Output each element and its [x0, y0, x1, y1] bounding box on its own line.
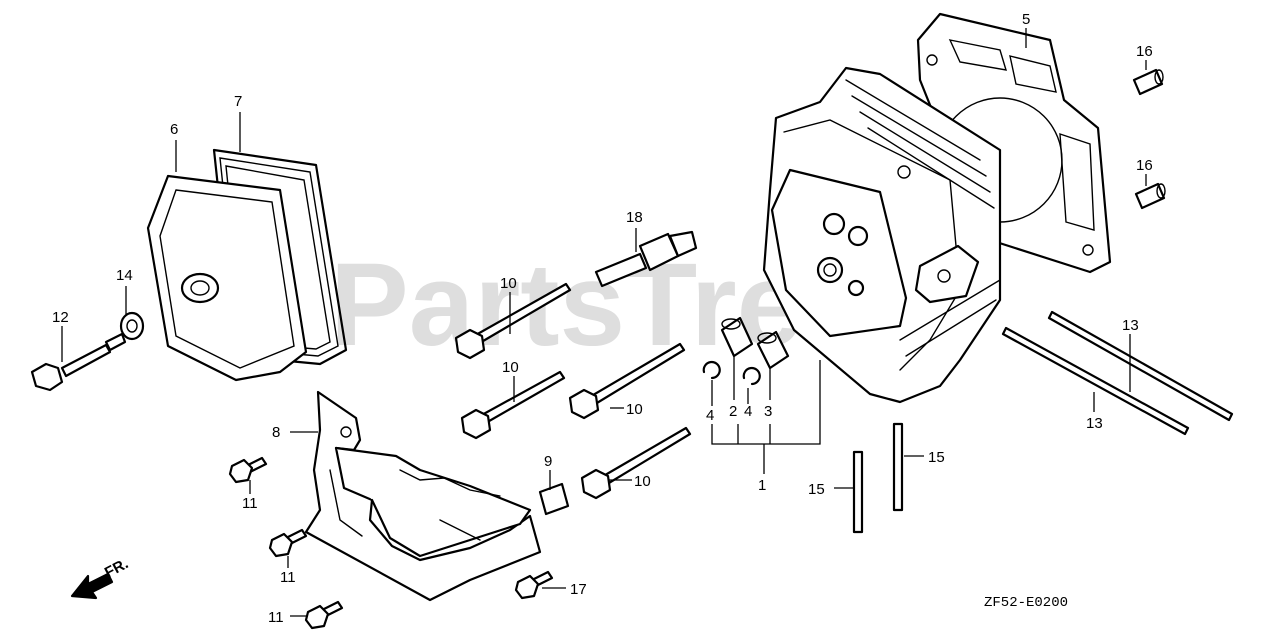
callout-11b[interactable]: 11	[280, 569, 296, 586]
cylinder-head[interactable]	[762, 66, 1002, 404]
head-bolt-2[interactable]	[460, 370, 566, 440]
cylinder-head-cover[interactable]	[146, 174, 308, 382]
stud-bolt-1[interactable]	[1047, 310, 1234, 422]
callout-5[interactable]: 5	[1022, 11, 1030, 28]
callout-3[interactable]: 3	[764, 403, 772, 420]
callout-2[interactable]: 2	[729, 403, 737, 420]
diagram-code: ZF52-E0200	[984, 595, 1068, 611]
valve-guide-ex[interactable]	[756, 330, 790, 370]
dowel-pin-1[interactable]	[1132, 68, 1164, 96]
flange-bolt-2[interactable]	[268, 528, 308, 558]
callout-12[interactable]: 12	[52, 309, 69, 326]
callout-10c[interactable]: 10	[626, 401, 643, 418]
callout-10a[interactable]: 10	[500, 275, 517, 292]
callout-15b[interactable]: 15	[928, 449, 945, 466]
callout-13b[interactable]: 13	[1086, 415, 1103, 432]
stud-15-2[interactable]	[892, 422, 904, 512]
cylinder-head-gasket[interactable]	[916, 12, 1112, 274]
callout-6[interactable]: 6	[170, 121, 178, 138]
callout-7[interactable]: 7	[234, 93, 242, 110]
flange-bolt-3[interactable]	[304, 600, 344, 630]
leader-lines	[61, 28, 1147, 617]
callout-17[interactable]: 17	[570, 581, 587, 598]
callout-8[interactable]: 8	[272, 424, 280, 441]
clip-1[interactable]	[702, 360, 721, 380]
callout-16b[interactable]: 16	[1136, 157, 1153, 174]
callout-labels: 1 2 3 4 4 5 6 7 8 9 10 10 10 10 11 11 11…	[52, 11, 1153, 626]
callout-10b[interactable]: 10	[502, 359, 519, 376]
callout-1[interactable]: 1	[758, 477, 766, 494]
callout-4b[interactable]: 4	[744, 403, 752, 420]
heat-shield-bracket[interactable]	[304, 390, 542, 602]
clip-2[interactable]	[742, 366, 761, 386]
callout-14[interactable]: 14	[116, 267, 133, 284]
callout-18[interactable]: 18	[626, 209, 643, 226]
spark-plug[interactable]	[594, 230, 698, 288]
head-bolt-1[interactable]	[454, 282, 572, 360]
head-bolt-3[interactable]	[568, 342, 686, 420]
front-direction-arrow	[70, 572, 114, 600]
callout-9[interactable]: 9	[544, 453, 552, 470]
callout-16a[interactable]: 16	[1136, 43, 1153, 60]
cover-bolt[interactable]	[30, 332, 127, 392]
flange-bolt-17[interactable]	[514, 570, 554, 600]
head-bolt-4[interactable]	[580, 426, 692, 500]
dowel-pin-2[interactable]	[1134, 182, 1166, 210]
callout-10d[interactable]: 10	[634, 473, 651, 490]
callout-15a[interactable]: 15	[808, 481, 825, 498]
callout-13a[interactable]: 13	[1122, 317, 1139, 334]
callout-4a[interactable]: 4	[706, 407, 714, 424]
bracket-clip[interactable]	[538, 482, 570, 516]
valve-guide-in[interactable]	[720, 316, 754, 358]
stud-bolt-2[interactable]	[1001, 326, 1190, 436]
washer[interactable]	[119, 311, 145, 341]
callout-11c[interactable]: 11	[268, 609, 284, 626]
callout-11a[interactable]: 11	[242, 495, 258, 512]
flange-bolt-1[interactable]	[228, 456, 268, 484]
stud-15-1[interactable]	[852, 450, 864, 534]
